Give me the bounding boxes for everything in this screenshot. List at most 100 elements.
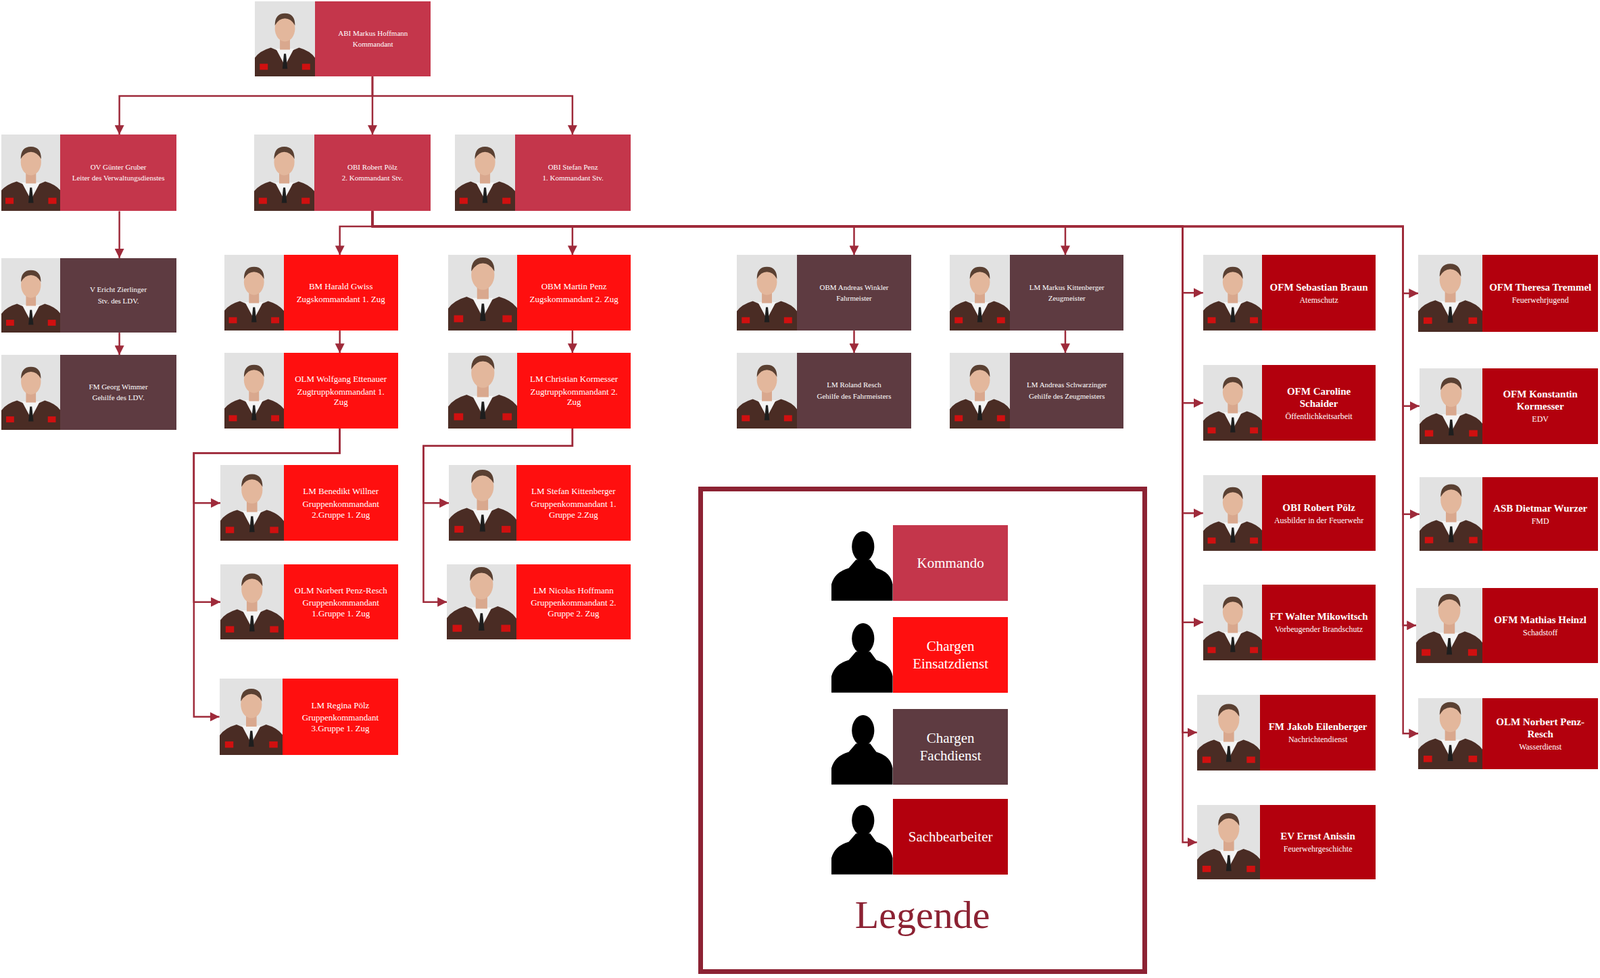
- silhouette-body: [831, 833, 893, 875]
- portrait-photo: [219, 678, 284, 756]
- silhouette-head: [851, 531, 875, 562]
- role-text: Gruppenkommandant 3.Gruppe 1. Zug: [287, 712, 393, 734]
- collar-badge: [224, 741, 233, 748]
- hair: [469, 567, 493, 582]
- person-name: EV Ernst Anissin: [1280, 830, 1356, 843]
- connector-arrow: [1064, 330, 1067, 353]
- role-text: Feuerwehrgeschichte: [1283, 844, 1353, 854]
- person-name: OFM Sebastian Braun: [1270, 281, 1369, 294]
- connector-arrow: [372, 210, 1419, 734]
- portrait-photo: [448, 352, 518, 429]
- tie: [249, 615, 255, 632]
- tie: [1230, 417, 1235, 433]
- connector-arrow: [118, 332, 121, 355]
- portrait-photo: [454, 134, 516, 211]
- collar-badge: [271, 415, 280, 422]
- person-name: LM Benedikt Willner: [302, 486, 379, 497]
- org-box: OBM Andreas WinklerFahrmeister: [736, 254, 912, 331]
- hair: [757, 267, 778, 280]
- collar-badge: [301, 198, 310, 205]
- portrait-photo: [220, 564, 284, 641]
- tie: [479, 304, 487, 322]
- tie: [977, 405, 983, 421]
- collar-badge: [1249, 646, 1258, 653]
- silhouette-body: [831, 652, 893, 693]
- role-panel: OBM Martin PenzZugskommandant 2. Zug: [517, 254, 631, 331]
- legend-swatch: Chargen Einsatzdienst: [892, 617, 1009, 693]
- tie: [1446, 638, 1452, 656]
- org-box: LM Nicolas HoffmannGruppenkommandant 2. …: [446, 564, 631, 641]
- collar-badge: [502, 413, 512, 421]
- uniform: [1, 400, 61, 430]
- org-box: LM Regina PölzGruppenkommandant 3.Gruppe…: [219, 678, 399, 756]
- uniform: [448, 508, 517, 541]
- collar-badge: [1246, 756, 1255, 763]
- collar-badge: [6, 416, 15, 423]
- person-name: OBI Stefan Penz: [548, 162, 599, 172]
- role-panel: FT Walter MikowitschVorbeugender Brandsc…: [1262, 584, 1376, 661]
- uniform: [1203, 411, 1263, 441]
- org-box: OFM Theresa TremmelFeuerwehrjugend: [1418, 254, 1598, 332]
- connector-arrow: [338, 330, 341, 353]
- person-name: OBI Robert Pölz: [1282, 501, 1355, 514]
- portrait-photo: [1203, 365, 1263, 441]
- org-box: LM Markus KittenbergerZeugmeister: [949, 254, 1124, 331]
- role-text: Schadstoff: [1522, 627, 1558, 638]
- photo-ground: [949, 254, 1010, 331]
- photo-ground: [1, 134, 61, 211]
- org-box: ABI Markus HoffmannKommandant: [254, 1, 431, 78]
- tie: [1447, 306, 1454, 324]
- hair: [241, 573, 263, 587]
- tie: [1230, 307, 1235, 323]
- photo-ground: [1203, 475, 1263, 551]
- portrait-photo: [1, 258, 61, 333]
- role-panel: OBI Robert Pölz2. Kommandant Stv.: [314, 134, 431, 211]
- photo-ground: [1203, 254, 1263, 331]
- hair: [1222, 596, 1244, 610]
- connector-arrow: [372, 76, 573, 135]
- hair: [970, 267, 991, 280]
- role-text: Feuerwehrjugend: [1512, 295, 1569, 305]
- silhouette-icon: [831, 798, 893, 875]
- hair: [1218, 703, 1240, 717]
- role-panel: LM Andreas SchwarzingerGehilfe des Zeugm…: [1009, 352, 1124, 429]
- tie: [281, 187, 288, 204]
- photo-ground: [219, 678, 284, 756]
- photo-ground: [1, 258, 61, 333]
- collar-badge: [47, 319, 56, 326]
- portrait-photo: [1203, 475, 1263, 551]
- silhouette-icon: [831, 617, 893, 693]
- tie: [249, 516, 255, 532]
- portrait-photo: [1416, 588, 1483, 664]
- uniform: [1419, 520, 1484, 551]
- org-box: FM Jakob EilenbergerNachrichtendienst: [1197, 694, 1376, 771]
- collar-badge: [1468, 537, 1477, 544]
- org-box: OFM Sebastian BraunAtemschutz: [1203, 254, 1376, 331]
- person-name: V Ericht Zierlinger: [89, 285, 147, 295]
- tie: [28, 187, 34, 204]
- org-box: LM Andreas SchwarzingerGehilfe des Zeugm…: [949, 352, 1124, 429]
- hair: [1439, 264, 1462, 278]
- collar-badge: [1207, 427, 1216, 434]
- tie: [478, 613, 485, 631]
- hair: [471, 355, 495, 370]
- role-panel: OLM Norbert Penz-ReschWasserdienst: [1482, 698, 1598, 770]
- role-text: Fahrmeister: [836, 294, 872, 303]
- role-panel: FM Jakob EilenbergerNachrichtendienst: [1259, 694, 1376, 771]
- portrait-photo: [1203, 254, 1263, 331]
- collar-badge: [1246, 865, 1255, 872]
- hair: [273, 146, 295, 159]
- person-name: LM Nicolas Hoffmann: [533, 585, 614, 597]
- portrait-photo: [1418, 254, 1483, 332]
- collar-badge: [1424, 429, 1434, 436]
- tie: [482, 187, 489, 204]
- role-text: 2. Kommandant Stv.: [342, 173, 403, 183]
- org-box: V Ericht ZierlingerStv. des LDV.: [1, 258, 178, 333]
- photo-ground: [446, 564, 517, 641]
- portrait-photo: [448, 254, 518, 331]
- uniform: [1203, 521, 1263, 551]
- legend-entry: Sachbearbeiter: [831, 798, 1008, 875]
- hair: [20, 146, 41, 159]
- org-box: EV Ernst AnissinFeuerwehrgeschichte: [1197, 805, 1376, 880]
- collar-badge: [1468, 317, 1478, 325]
